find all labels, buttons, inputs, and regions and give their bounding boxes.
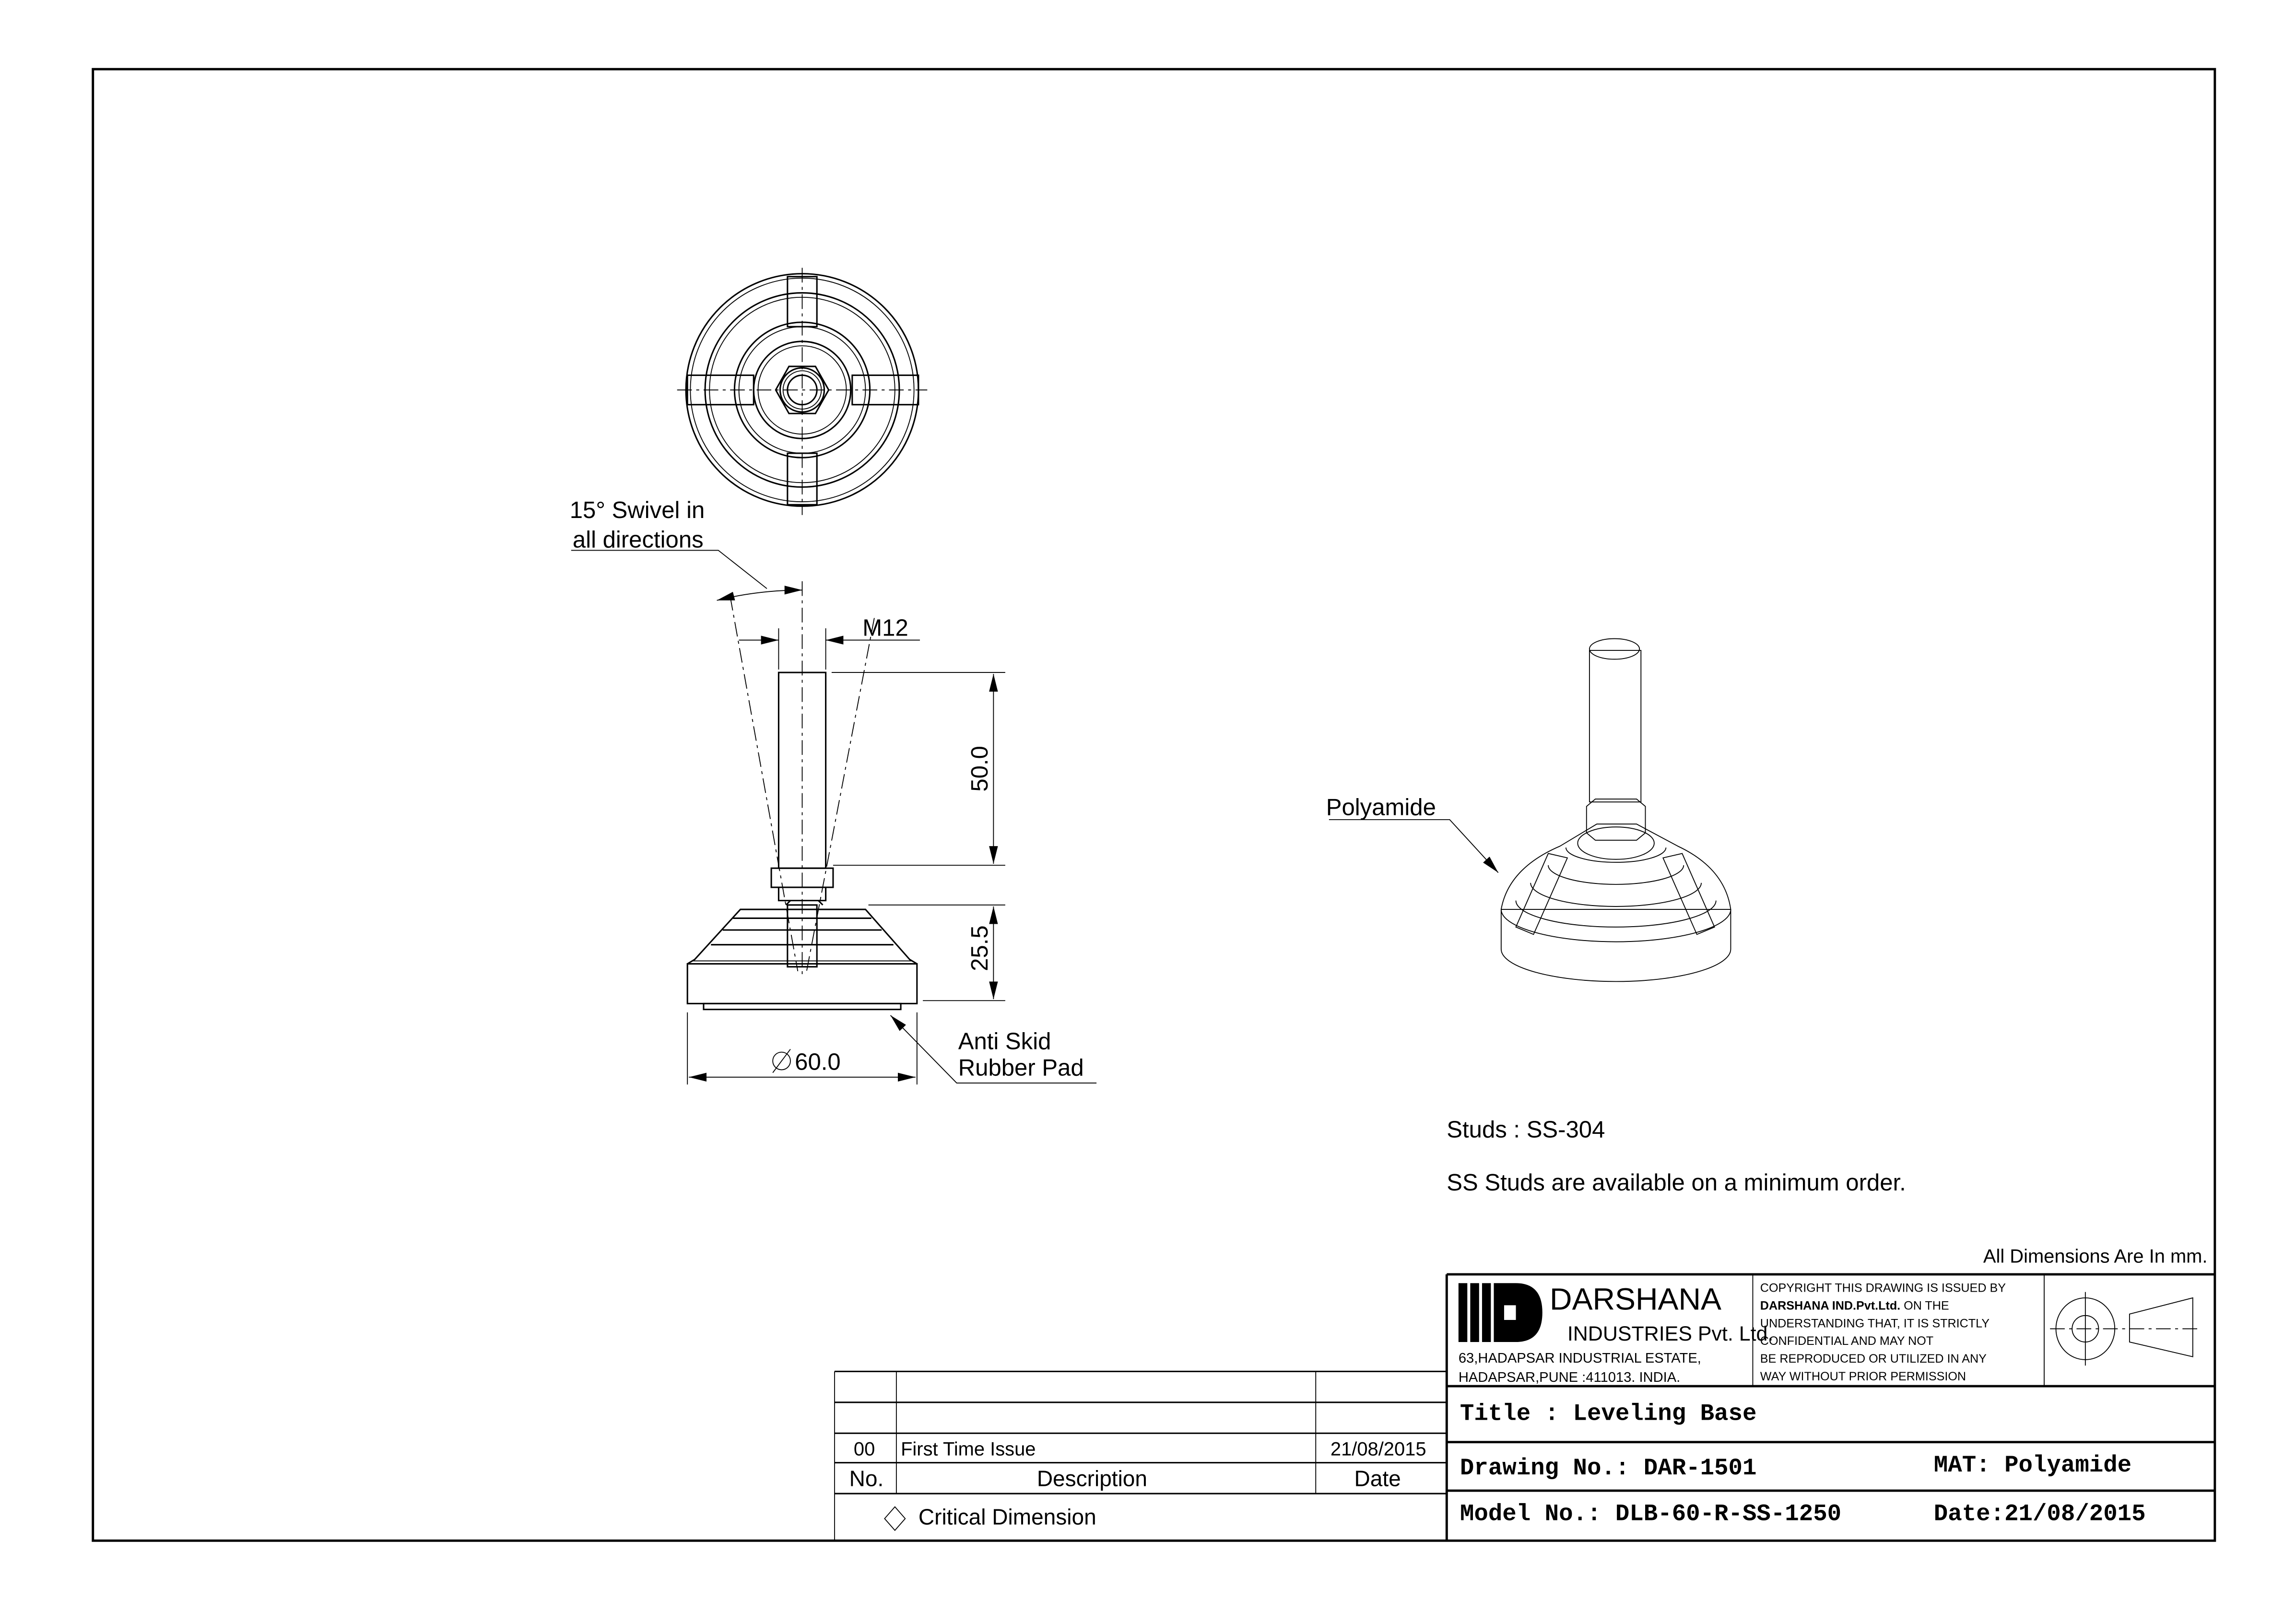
revision-date: 21/08/2015	[1331, 1438, 1426, 1460]
copyright-line5: BE REPRODUCED OR UTILIZED IN ANY	[1760, 1352, 1987, 1366]
studs-note: Studs : SS-304	[1447, 1117, 1605, 1143]
header-date: Date	[1354, 1466, 1401, 1491]
copyright-line3: UNDERSTANDING THAT, IT IS STRICTLY	[1760, 1317, 1990, 1330]
rubber-pad-label-line2: Rubber Pad	[958, 1055, 1084, 1081]
title-block: DARSHANA INDUSTRIES Pvt. Ltd. 63,HADAPSA…	[1445, 1273, 2215, 1541]
drawing-title: Title : Leveling Base	[1460, 1401, 1756, 1427]
revision-description: First Time Issue	[901, 1438, 1036, 1460]
copyright-line2: DARSHANA IND.Pvt.Ltd. ON THE	[1760, 1299, 1949, 1313]
isometric-view: Polyamide	[1326, 638, 1731, 982]
availability-note: SS Studs are available on a minimum orde…	[1447, 1170, 1906, 1196]
diameter-dimension: 60.0	[795, 1049, 841, 1075]
company-name: DARSHANA	[1550, 1282, 1721, 1317]
base-height-dimension: 25.5	[967, 925, 993, 971]
units-note: All Dimensions Are In mm.	[1983, 1246, 2208, 1267]
company-address-line2: HADAPSAR,PUNE :411013. INDIA.	[1459, 1370, 1680, 1385]
rubber-pad-label-line1: Anti Skid	[958, 1028, 1051, 1054]
material-field: MAT: Polyamide	[1934, 1452, 2131, 1479]
model-number: Model No.: DLB-60-R-SS-1250	[1460, 1500, 1841, 1527]
copyright-line4: CONFIDENTIAL AND MAY NOT	[1760, 1334, 1933, 1348]
front-view: 15° Swivel in all directions M12 50.0 25…	[570, 497, 1097, 1085]
critical-dimension-diamond-icon	[884, 1506, 906, 1531]
revision-no: 00	[854, 1438, 875, 1460]
swivel-label-line2: all directions	[573, 527, 704, 553]
header-no: No.	[849, 1466, 884, 1491]
copyright-line6: WAY WITHOUT PRIOR PERMISSION	[1760, 1370, 1966, 1383]
first-angle-projection-icon	[2050, 1292, 2201, 1366]
drawing-number: Drawing No.: DAR-1501	[1460, 1455, 1756, 1482]
header-description: Description	[1037, 1466, 1147, 1491]
copyright-line1: COPYRIGHT THIS DRAWING IS ISSUED BY	[1760, 1282, 2006, 1295]
stud-length-dimension: 50.0	[967, 746, 993, 792]
diameter-symbol-icon	[772, 1048, 791, 1073]
revision-table: 00 First Time Issue 21/08/2015 No. Descr…	[834, 1370, 1447, 1541]
critical-dimension-legend: Critical Dimension	[918, 1504, 1096, 1529]
company-name-line2: INDUSTRIES Pvt. Ltd.	[1567, 1322, 1773, 1345]
thread-size-label: M12	[862, 615, 908, 641]
sheet-border	[92, 68, 2216, 1542]
material-callout-label: Polyamide	[1326, 795, 1436, 821]
company-address-line1: 63,HADAPSAR INDUSTRIAL ESTATE,	[1459, 1351, 1701, 1366]
drawing-date: Date:21/08/2015	[1934, 1500, 2146, 1527]
top-view	[677, 268, 928, 515]
company-logo	[1458, 1283, 1542, 1342]
revision-row: 00 First Time Issue 21/08/2015	[854, 1438, 1426, 1460]
swivel-label-line1: 15° Swivel in	[570, 497, 705, 523]
